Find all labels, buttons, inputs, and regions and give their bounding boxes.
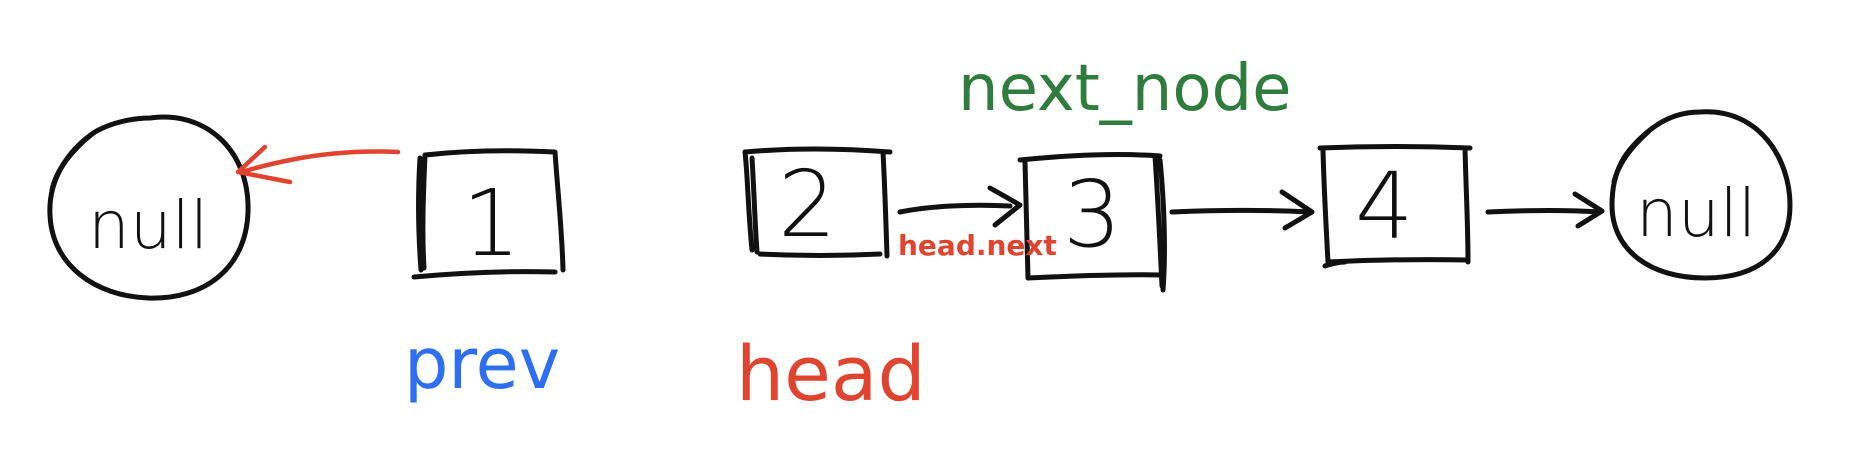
edge-n3-to-n4-arrowhead — [1279, 189, 1315, 231]
edge-n1-to-null-left-line — [239, 149, 401, 175]
node-3-label: 3 — [1063, 161, 1122, 268]
node-1-label: 1 — [462, 170, 521, 277]
node-4: 4 — [1317, 144, 1473, 269]
edge-n4-to-null-right — [1485, 191, 1605, 229]
edge-n4-to-null-right-line — [1485, 208, 1603, 215]
node-4-outline — [1317, 144, 1473, 269]
label-head-next: head.next — [898, 229, 1057, 262]
edge-n3-to-n4 — [1169, 189, 1315, 231]
node-null-left: null — [47, 114, 251, 301]
node-2-label: 2 — [778, 151, 837, 258]
node-null-left-label: null — [88, 187, 208, 264]
node-1: 1 — [411, 148, 566, 280]
node-4-label: 4 — [1355, 153, 1414, 260]
edge-n4-to-null-right-arrowhead — [1572, 191, 1605, 229]
label-prev: prev — [404, 323, 560, 405]
edge-n2-to-n3 — [897, 185, 1023, 228]
node-null-left-outline-stroke2 — [49, 131, 95, 193]
label-next-node: next_node — [958, 52, 1292, 126]
edge-n2-to-n3-arrowhead — [987, 185, 1023, 228]
node-1-outline — [411, 148, 566, 280]
node-2: 2 — [742, 146, 893, 259]
node-null-right-label: null — [1636, 175, 1756, 252]
node-null-right-outline-stroke2 — [1611, 129, 1651, 185]
node-2-outline — [742, 146, 893, 259]
node-null-right: null — [1609, 109, 1793, 281]
edge-n1-to-null-left — [235, 144, 401, 185]
node-3: 3 — [1017, 152, 1167, 293]
edge-n1-to-null-left-arrowhead — [235, 144, 293, 185]
node-null-right-outline — [1609, 109, 1793, 281]
edge-n2-to-n3-line — [897, 202, 1013, 215]
edge-n3-to-n4-line — [1169, 208, 1313, 215]
node-3-outline — [1017, 152, 1167, 293]
label-head: head — [736, 329, 926, 418]
